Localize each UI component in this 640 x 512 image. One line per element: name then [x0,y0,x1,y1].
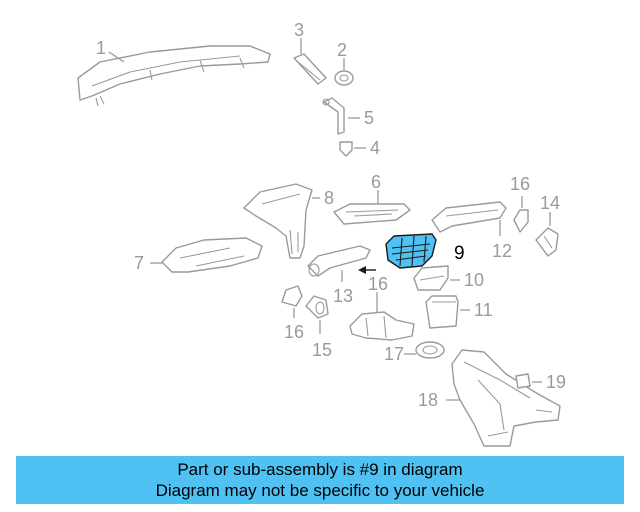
part-4-clip[interactable] [339,141,353,157]
part-10-vent[interactable] [413,265,449,291]
callout-5: 5 [364,108,374,128]
part-1-duct[interactable] [77,45,271,107]
callout-6: 6 [371,172,381,192]
callout-3: 3 [294,20,304,40]
part-16-cap-left[interactable] [281,285,303,307]
direction-arrow [358,266,376,274]
part-7-tray[interactable] [161,237,263,273]
callout-8: 8 [324,188,334,208]
part-12-duct[interactable] [431,201,507,233]
part-2-grommet[interactable] [334,70,354,86]
banner-line-1: Part or sub-assembly is #9 in diagram [177,460,463,479]
callout-16-left: 16 [284,322,304,342]
part-11-box[interactable] [425,295,459,329]
callout-16-right: 16 [510,174,530,194]
callout-15: 15 [312,340,332,360]
callout-18: 17 [384,344,404,364]
callout-12: 12 [492,241,512,261]
exploded-parts-diagram: 1 3 2 5 4 8 6 7 [77,20,566,447]
part-18-vent[interactable] [415,341,445,359]
part-15-cylinder[interactable] [305,295,329,319]
banner-line-2: Diagram may not be specific to your vehi… [155,481,485,500]
part-6-vent[interactable] [333,203,411,225]
callout-13: 13 [333,286,353,306]
part-5-hose[interactable] [322,97,345,135]
callout-17: 16 [368,274,388,294]
callout-7: 7 [134,253,144,273]
callout-1: 1 [96,38,106,58]
callout-9: 9 [454,243,465,264]
callout-4: 4 [370,138,380,158]
part-8-duct[interactable] [243,183,313,259]
info-banner: Part or sub-assembly is #9 in diagram Di… [16,456,624,504]
part-3-connector[interactable] [293,53,327,85]
callout-20: 19 [546,372,566,392]
part-20-clip[interactable] [515,373,531,389]
callout-14: 14 [540,193,560,213]
part-16-cap-right[interactable] [513,209,529,233]
callout-19: 18 [418,390,438,410]
part-13-duct[interactable] [307,245,371,277]
callout-10: 10 [464,270,484,290]
callout-11: 11 [474,300,493,320]
part-14-vent[interactable] [535,227,559,257]
part-19-floor-duct[interactable] [451,349,561,447]
part-9-highlighted-duct[interactable] [385,233,437,269]
part-17-bracket[interactable] [349,311,415,341]
callout-2: 2 [337,40,347,60]
